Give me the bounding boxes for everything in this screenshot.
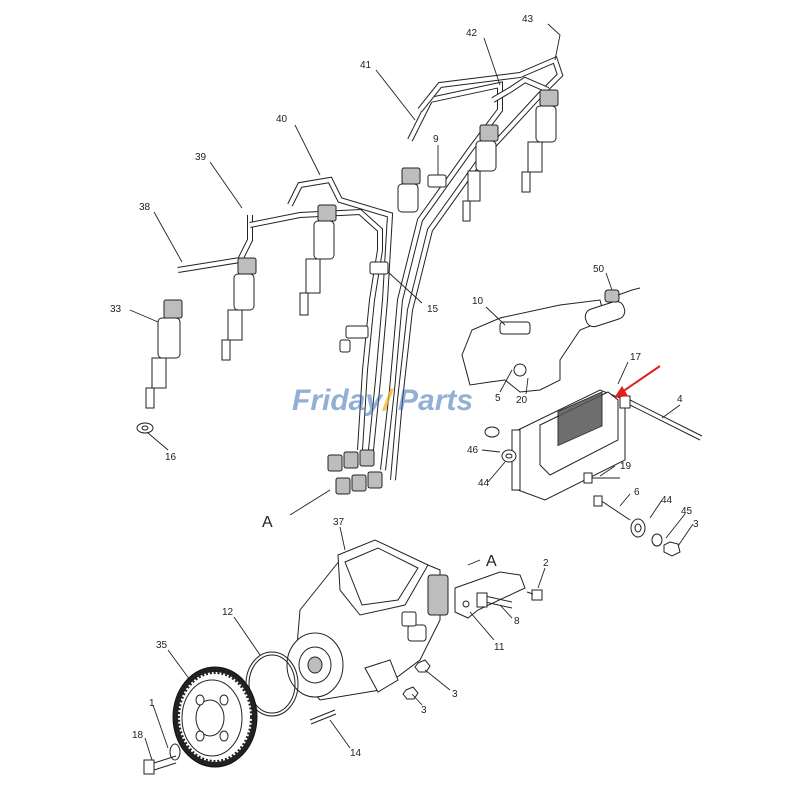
stud-14 [309,709,337,725]
callout-16: 16 [165,452,177,463]
washer-1 [169,743,181,761]
callout-1: 1 [149,698,155,709]
callout-9: 9 [433,134,439,145]
fuel-injection-pump [286,539,449,701]
sensor-50 [584,287,641,328]
injector-5 [462,124,499,222]
watermark-friday: Friday [292,384,383,417]
injector-33 [145,299,183,409]
callout-14: 14 [350,748,362,759]
callout-5: 5 [495,393,501,404]
fuel-lines [177,55,564,481]
callout-12: 12 [222,607,234,618]
callout-11: 11 [494,642,505,653]
callout-39: 39 [195,152,207,163]
callout-50: 50 [593,264,605,275]
watermark: Friday / Parts [292,384,473,417]
callout-44-stack: 44 [661,495,673,506]
injector-2 [221,257,257,361]
pipe-clamps [339,174,447,353]
callout-44-ecm: 44 [478,478,490,489]
injector-6 [521,89,559,193]
callout-3-ecm: 3 [693,519,699,530]
callout-8: 8 [514,616,520,627]
callout-15: 15 [427,304,439,315]
callout-19: 19 [620,461,632,472]
ecm-module [511,389,626,501]
watermark-slash: / [381,384,394,417]
bolt-8 [476,592,513,609]
callout-45: 45 [681,506,693,517]
callout-3-pump-right: 3 [452,689,458,700]
callout-38: 38 [139,202,151,213]
callout-33: 33 [110,304,122,315]
washer-16 [136,422,154,434]
screw-2 [526,589,543,601]
gear-35 [172,666,258,768]
callout-37: 37 [333,517,345,528]
injector-3 [299,204,337,316]
callout-labels: 43 42 41 40 39 38 33 9 15 16 50 10 5 20 … [110,14,699,759]
callout-42: 42 [466,28,478,39]
ecm-fasteners [501,395,703,557]
pump-bracket-11 [454,571,526,619]
callout-17: 17 [630,352,642,363]
callout-18: 18 [132,730,144,741]
callout-35: 35 [156,640,168,651]
injector-4 [397,167,421,213]
red-pointer-arrow [614,365,661,398]
callout-4: 4 [677,394,683,405]
callout-43: 43 [522,14,534,25]
watermark-parts: Parts [398,384,473,417]
callout-40: 40 [276,114,288,125]
section-mark-a-bottom: A [486,553,497,570]
callout-46: 46 [467,445,479,456]
callout-41: 41 [360,60,372,71]
bolt-18 [143,755,177,775]
callout-20: 20 [516,395,528,406]
callout-3-pump-lower: 3 [421,705,427,716]
bracket-10 [461,299,606,438]
leader-lines [129,23,694,761]
callout-6: 6 [634,487,640,498]
section-mark-a-top: A [262,514,273,531]
callout-10: 10 [472,296,484,307]
pipe-end-nuts [327,449,383,495]
callout-2: 2 [543,558,549,569]
